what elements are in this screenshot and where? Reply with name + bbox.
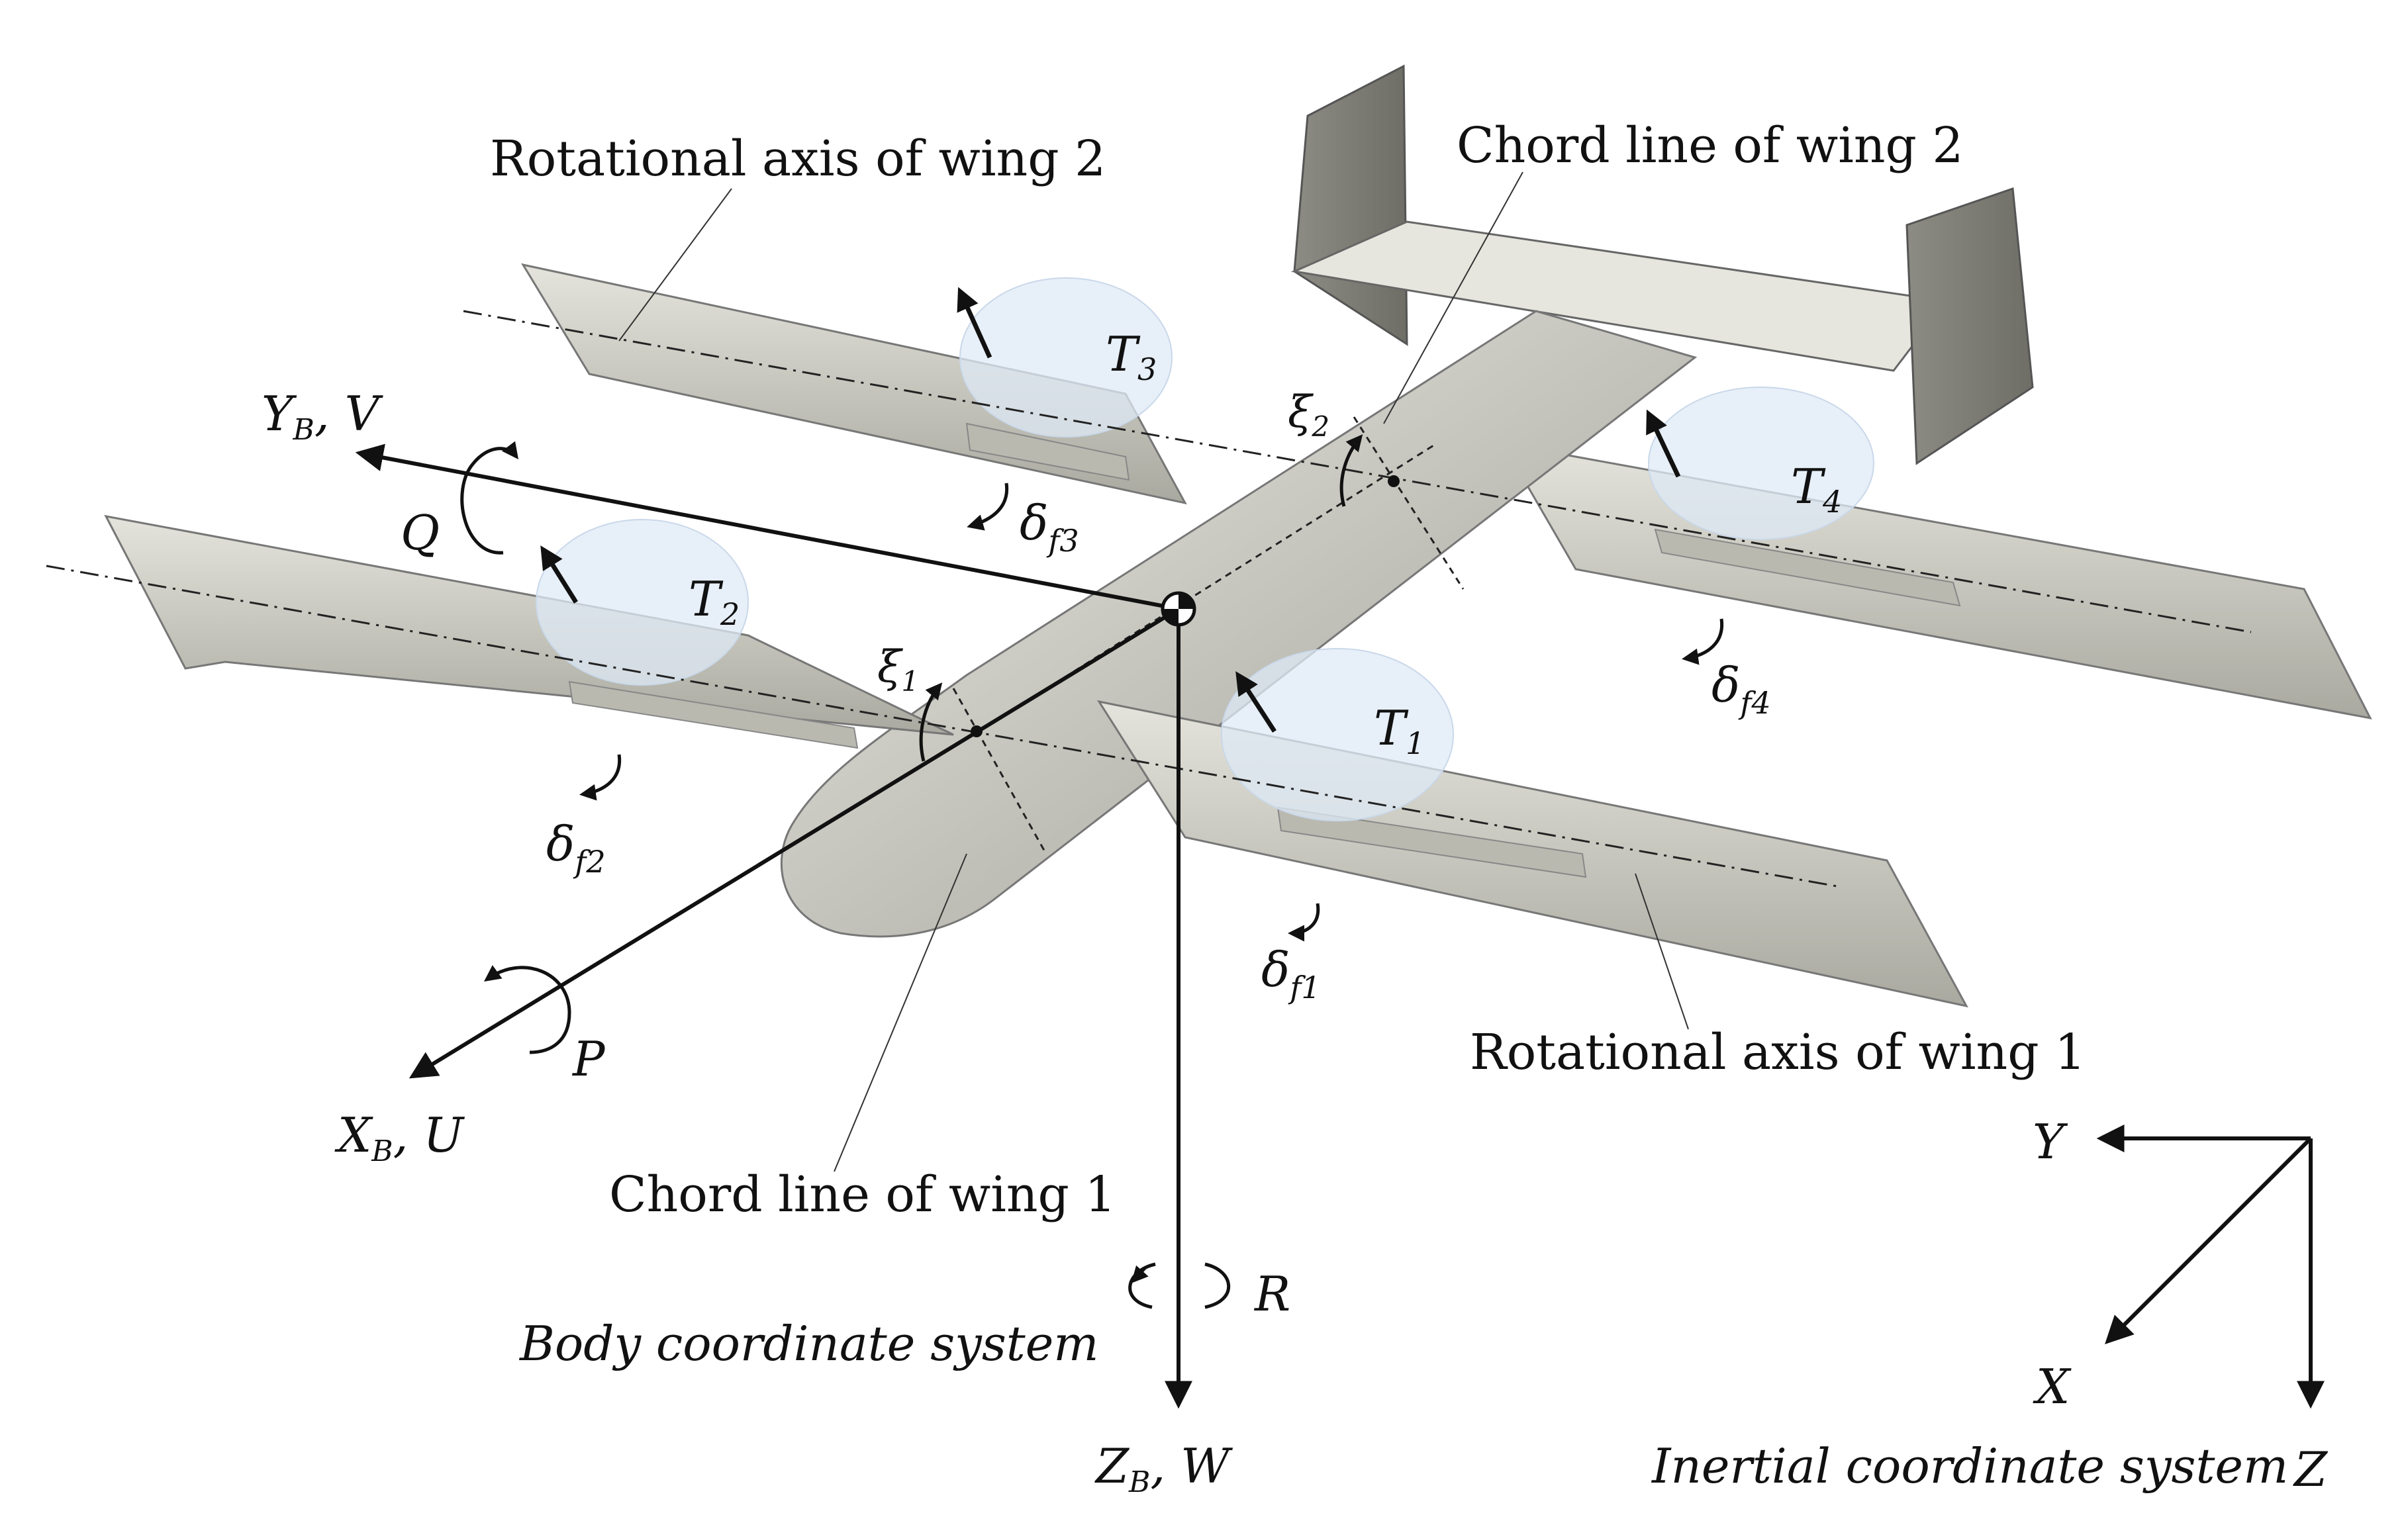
- fuselage-centerline: [973, 442, 1437, 736]
- tilt-arcs: [919, 434, 1363, 762]
- label-inertial-y: Y: [2033, 1114, 2068, 1170]
- svg-text:XB, U: XB, U: [334, 1107, 465, 1168]
- tail-assembly: [1290, 64, 2034, 465]
- label-xi2: ξ2: [1288, 387, 1329, 443]
- svg-text:YB, V: YB, V: [262, 386, 384, 447]
- y-axis-sub: B: [293, 413, 314, 447]
- thrust-arrow-t2: [540, 545, 578, 604]
- label-inertial-cs: Inertial coordinate system: [1651, 1438, 2288, 1494]
- inertial-x-axis: [2105, 1136, 2313, 1344]
- propeller-discs: [536, 277, 1874, 821]
- rear-wing-left: [520, 263, 1187, 505]
- thrust-arrow-t3: [957, 287, 992, 359]
- chord-line-wing2-dash: [1353, 416, 1465, 590]
- leader-lines: [618, 171, 1689, 1172]
- pivot-wing2: [1388, 475, 1400, 487]
- label-df1: δf1: [1261, 942, 1321, 1005]
- tilt-arc-xi1: [919, 682, 943, 762]
- x-vel-symbol: U: [423, 1107, 465, 1163]
- prop-disc-t3: [959, 277, 1173, 437]
- front-wing-left: [104, 514, 954, 749]
- label-inertial-z: Z: [2293, 1442, 2329, 1497]
- tilt-arc-xi2: [1339, 434, 1363, 507]
- flap-arrow-f1: [1288, 903, 1320, 942]
- label-x-body: XB, U: [334, 1107, 465, 1168]
- inertial-axes: [2096, 1125, 2325, 1409]
- rotational-axes: [46, 310, 2252, 888]
- pivot-wing1: [971, 725, 983, 737]
- label-rate-q: Q: [401, 505, 440, 561]
- label-df2: δf2: [546, 816, 606, 880]
- z-axis-symbol: Z: [1094, 1438, 1130, 1494]
- thrust-arrow-t1: [1235, 671, 1276, 733]
- label-t3: T3: [1106, 326, 1157, 387]
- rate-arrows: [460, 441, 1231, 1309]
- rear-wing-right: [1501, 441, 2372, 720]
- flap-arrow-f3: [967, 483, 1009, 531]
- thrust-arrows: [540, 287, 1681, 733]
- label-rot-axis-wing2: Rotational axis of wing 2: [490, 130, 1106, 187]
- tail-fin-right: [1905, 187, 2034, 465]
- label-df3: δf3: [1020, 495, 1079, 559]
- z-vel-symbol: W: [1180, 1438, 1233, 1494]
- chord-line-wing1-dash: [952, 688, 1047, 854]
- x-body-axis: [409, 607, 1180, 1079]
- label-rate-r: R: [1253, 1266, 1290, 1322]
- prop-disc-t2: [536, 519, 749, 686]
- x-axis-symbol: X: [334, 1107, 373, 1163]
- body-axes: [355, 443, 1192, 1409]
- y-vel-symbol: V: [345, 386, 384, 441]
- z-axis-sub: B: [1128, 1465, 1150, 1499]
- flap-arrow-f2: [579, 754, 622, 801]
- x-axis-sub: B: [371, 1134, 393, 1168]
- thrust-arrow-t4: [1646, 409, 1681, 478]
- svg-text:ZB, W: ZB, W: [1094, 1438, 1233, 1499]
- fuselage: [781, 310, 1698, 938]
- tail-fin-left: [1293, 64, 1408, 346]
- label-inertial-x: X: [2033, 1359, 2072, 1414]
- center-of-gravity: [1161, 591, 1196, 627]
- flap-arrow-f4: [1682, 618, 1724, 665]
- chord-lines: [952, 416, 1465, 854]
- label-body-cs: Body coordinate system: [518, 1316, 1099, 1371]
- label-xi1: ξ1: [877, 641, 919, 698]
- label-y-body: YB, V: [262, 386, 384, 447]
- prop-disc-t4: [1648, 387, 1874, 540]
- rate-p-arrow: [483, 965, 571, 1054]
- label-chord-line-wing1: Chord line of wing 1: [609, 1166, 1116, 1223]
- label-rate-p: P: [571, 1031, 606, 1087]
- flap-arrows: [579, 483, 1724, 942]
- label-df4: δf4: [1711, 657, 1771, 721]
- label-t2: T2: [689, 571, 740, 632]
- prop-disc-t1: [1221, 648, 1454, 821]
- label-t4: T4: [1791, 459, 1842, 520]
- rate-q-arrow: [460, 441, 519, 555]
- rotational-axis-wing2: [463, 310, 2252, 633]
- y-axis-symbol: Y: [262, 386, 297, 441]
- label-chord-line-wing2: Chord line of wing 2: [1457, 117, 1964, 174]
- label-rot-axis-wing1: Rotational axis of wing 1: [1470, 1024, 2086, 1081]
- label-t1: T1: [1374, 700, 1425, 761]
- rotational-axis-wing1: [46, 565, 1841, 888]
- y-body-axis: [355, 443, 1179, 611]
- label-z-body: ZB, W: [1094, 1438, 1233, 1499]
